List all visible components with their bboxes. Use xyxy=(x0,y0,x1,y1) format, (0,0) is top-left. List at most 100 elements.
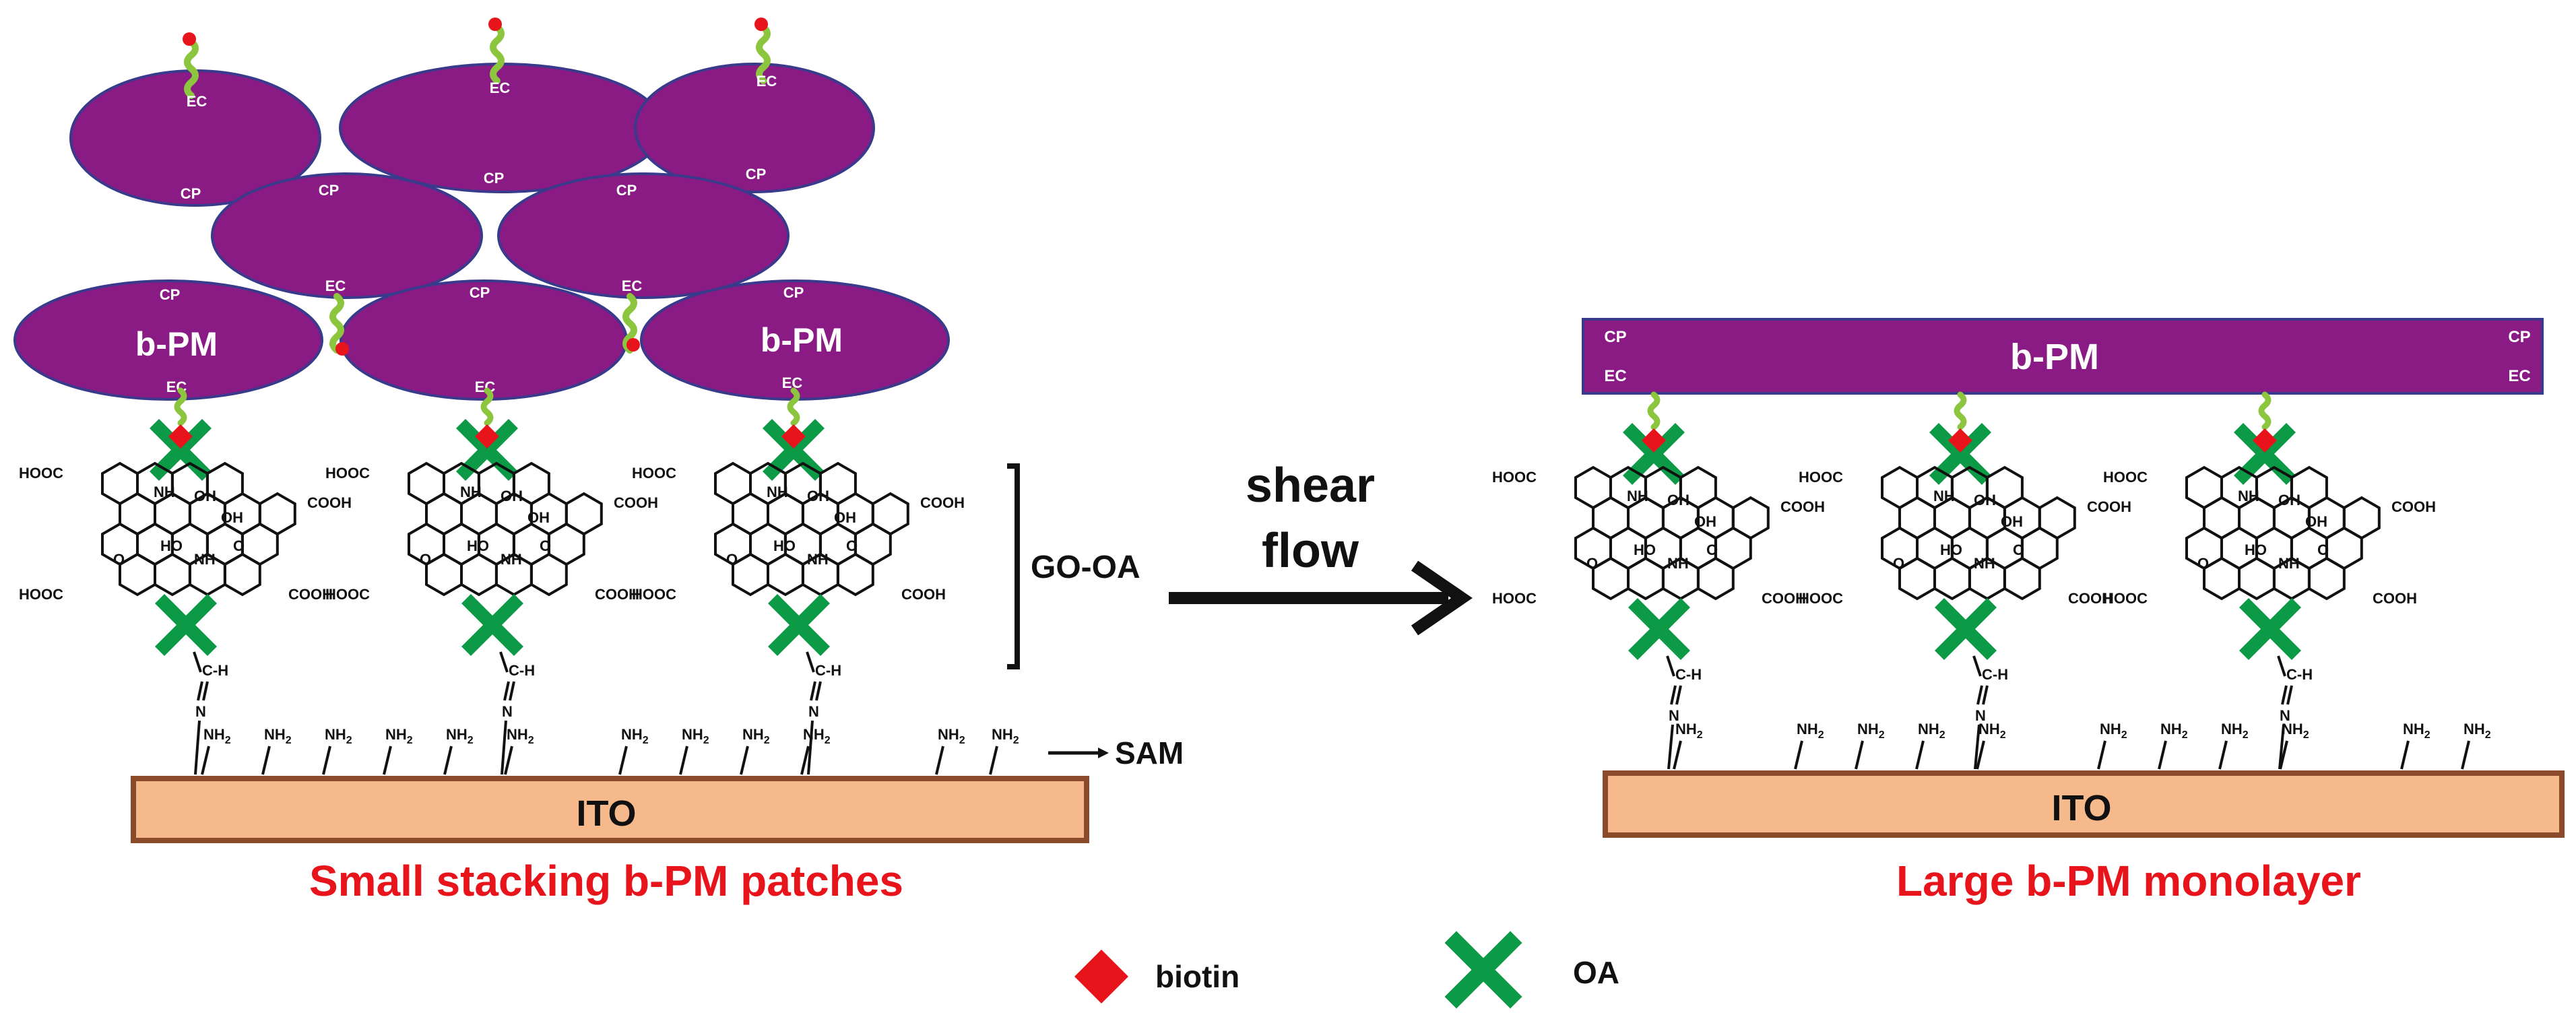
aromatic-ring xyxy=(1933,556,1971,601)
aromatic-ring xyxy=(223,552,261,597)
oh-label: OH xyxy=(2001,513,2023,530)
oa-cross xyxy=(1628,598,1690,660)
cp-label: CP xyxy=(319,182,340,199)
arrow-label-line1: shear xyxy=(1246,459,1375,513)
arrow-head xyxy=(1411,560,1473,636)
nh-label: NH xyxy=(2278,555,2300,572)
nh2-label: NH2 xyxy=(938,726,965,746)
nh-label: NH xyxy=(194,551,216,568)
cooh-label: COOH xyxy=(614,494,658,511)
nh2-label: NH2 xyxy=(2221,721,2249,741)
n-label: N xyxy=(195,703,206,720)
hooc-label: HOOC xyxy=(2103,469,2148,486)
cp-label: CP xyxy=(2508,328,2530,346)
bond xyxy=(201,746,210,775)
double-bond xyxy=(810,681,816,701)
hooc-label: HOOC xyxy=(1492,590,1537,607)
nh2-label: NH2 xyxy=(682,726,709,746)
amine-group: NH2 xyxy=(800,726,831,775)
nh2-label: NH2 xyxy=(1857,721,1885,741)
bond xyxy=(2461,740,2470,770)
aromatic-ring xyxy=(836,552,874,597)
nh-label: NH xyxy=(154,484,175,500)
ho-label: HO xyxy=(2245,541,2267,558)
ec-label: EC xyxy=(2508,367,2530,385)
bond xyxy=(935,746,944,775)
ch-label: C-H xyxy=(815,662,841,679)
n-label: N xyxy=(808,703,819,720)
biotin-dot xyxy=(183,32,196,46)
o-label: O xyxy=(113,551,125,568)
left-assembly: EC CP EC CP EC CP CP EC CP EC CP b-PM EC… xyxy=(13,18,1184,905)
membrane-patch xyxy=(211,172,483,299)
cooh-label: COOH xyxy=(1780,498,1825,515)
bond xyxy=(193,651,202,673)
biotin-diamond xyxy=(781,424,806,449)
nh2-label: NH2 xyxy=(803,726,831,746)
cp-label: CP xyxy=(746,166,767,183)
bond xyxy=(1666,655,1675,677)
legend-biotin-label: biotin xyxy=(1155,959,1239,994)
ec-label: EC xyxy=(490,79,511,96)
oh-label: OH xyxy=(1974,492,1996,508)
biotin-dot xyxy=(335,342,349,356)
biotin-dot xyxy=(754,18,768,31)
cooh-label: COOH xyxy=(595,586,639,603)
amine-group: NH2 xyxy=(261,726,292,775)
ho-label: HO xyxy=(1634,541,1656,558)
amine-group: NH2 xyxy=(2158,721,2188,770)
membrane-name: b-PM xyxy=(2010,337,2099,377)
amine-group: NH2 xyxy=(1794,721,1824,770)
amine-group: NH2 xyxy=(1915,721,1945,770)
cooh-label: COOH xyxy=(920,494,965,511)
bond xyxy=(261,746,271,775)
biotin-linker xyxy=(480,387,494,426)
nh-label: NH xyxy=(1933,488,1955,504)
bond xyxy=(2218,740,2228,770)
nh-label: NH xyxy=(807,551,829,568)
o-label: O xyxy=(540,537,551,554)
o-label: O xyxy=(233,537,245,554)
ho-label: HO xyxy=(467,537,489,554)
aromatic-ring xyxy=(2307,556,2346,601)
o-label: O xyxy=(846,537,858,554)
hooc-label: HOOC xyxy=(632,586,676,603)
bond xyxy=(322,746,331,775)
cp-label: CP xyxy=(160,286,181,303)
aromatic-ring xyxy=(2003,556,2041,601)
amine-group: NH2 xyxy=(504,726,534,775)
ec-label: EC xyxy=(325,277,346,294)
bond xyxy=(499,651,509,673)
aromatic-ring xyxy=(460,552,498,597)
nh-label: NH xyxy=(767,484,788,500)
ho-label: HO xyxy=(1940,541,1962,558)
oh-label: OH xyxy=(807,488,829,504)
amine-group: NH2 xyxy=(989,726,1019,775)
double-bond xyxy=(1670,685,1677,705)
bond xyxy=(806,651,815,673)
o-label: O xyxy=(726,551,738,568)
aromatic-ring xyxy=(529,552,568,597)
n-label: N xyxy=(1669,707,1679,724)
cp-label: CP xyxy=(470,284,490,301)
aromatic-ring xyxy=(2203,556,2241,601)
biotin-linker xyxy=(1647,391,1661,430)
amine-group: NH2 xyxy=(2461,721,2491,770)
bond xyxy=(618,746,628,775)
legend: biotin OA xyxy=(1074,931,1619,1009)
bond xyxy=(2158,740,2167,770)
bond xyxy=(2400,740,2410,770)
bond xyxy=(740,746,749,775)
hooc-label: HOOC xyxy=(1799,469,1843,486)
nh2-label: NH2 xyxy=(1978,721,2006,741)
arrow-label-line2: flow xyxy=(1262,524,1359,578)
